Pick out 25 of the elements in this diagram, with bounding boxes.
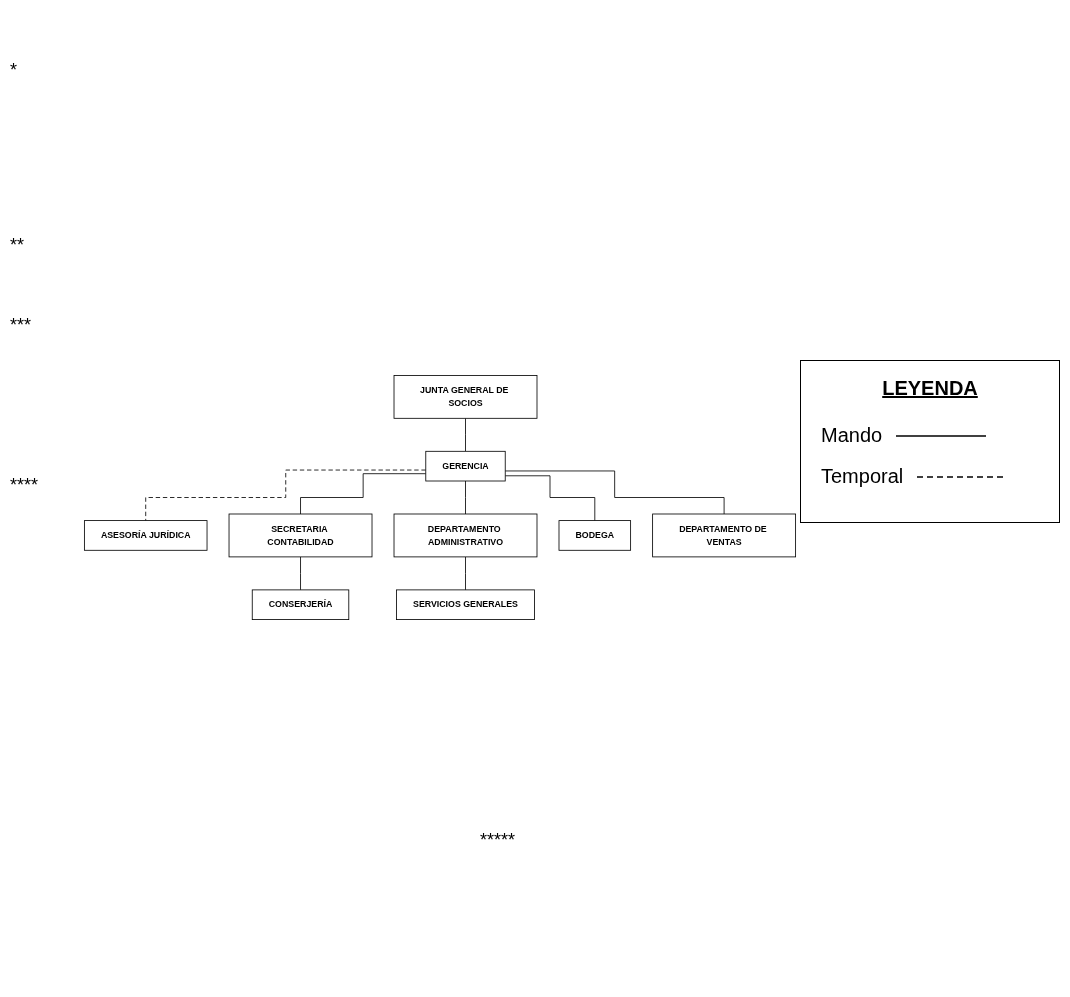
legend-text: Temporal — [821, 465, 904, 488]
level-marker: * — [10, 60, 17, 81]
legend-text: Mando — [821, 424, 883, 447]
node-box: SERVICIOS GENERALES — [396, 589, 535, 620]
connector — [504, 470, 725, 515]
node-box: JUNTA GENERAL DE SOCIOS — [393, 375, 538, 419]
node-box: CONSERJERÍA — [251, 589, 350, 620]
connector — [465, 417, 466, 452]
node-box: ASESORÍA JURÍDICA — [84, 520, 208, 551]
level-marker: **** — [10, 475, 39, 496]
node-box: BODEGA — [558, 520, 632, 551]
connector — [465, 480, 466, 515]
node-box: DEPARTAMENTO DE VENTAS — [652, 513, 796, 558]
level-marker: *** — [10, 315, 31, 336]
connector — [300, 473, 427, 515]
connector — [504, 475, 596, 521]
node-box: DEPARTAMENTO ADMINISTRATIVO — [393, 513, 538, 558]
connector — [300, 556, 301, 591]
node-box: GERENCIA — [425, 450, 506, 482]
legend-heading: LEYENDA — [881, 377, 979, 400]
node-box: SECRETARIA CONTABILIDAD — [228, 513, 373, 558]
level-marker: ***** — [480, 830, 516, 851]
connector — [145, 469, 427, 521]
connector — [465, 556, 466, 591]
level-marker: ** — [10, 235, 24, 256]
